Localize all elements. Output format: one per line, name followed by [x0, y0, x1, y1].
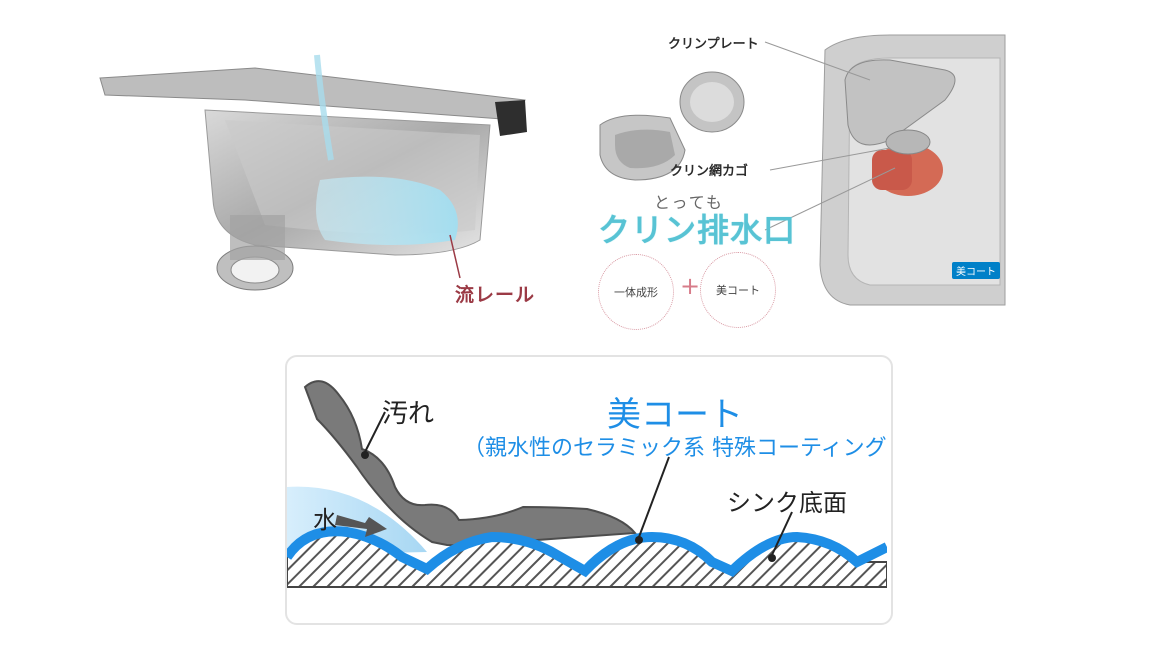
- sink-cutaway-illustration: [99, 54, 527, 291]
- dirt-label: 汚れ: [382, 399, 435, 429]
- feature-two-label: 美コート: [716, 284, 760, 297]
- water-label: 水: [313, 506, 337, 534]
- tagline-large: クリン排水口: [598, 211, 797, 249]
- coating-badge: 美コート: [952, 262, 1000, 279]
- feature-two-circle: 美コート: [700, 252, 776, 328]
- rail-label: 流レール: [455, 284, 536, 306]
- tagline-small: とっても: [654, 193, 724, 212]
- feature-one-label: 一体成形: [614, 286, 658, 299]
- plus-sign: +: [680, 272, 701, 300]
- drain-parts-illustration: [599, 34, 1006, 306]
- feature-one-circle: 一体成形: [598, 254, 674, 330]
- coating-title: 美コート: [607, 395, 743, 435]
- sink-bottom-label: シンク底面: [727, 489, 847, 517]
- coating-description: （親水性のセラミック系 特殊コーティング: [463, 436, 887, 461]
- clean-basket-label: クリン網カゴ: [670, 164, 749, 179]
- clean-plate-label: クリンプレート: [668, 37, 759, 52]
- coating-cross-section: [287, 380, 887, 588]
